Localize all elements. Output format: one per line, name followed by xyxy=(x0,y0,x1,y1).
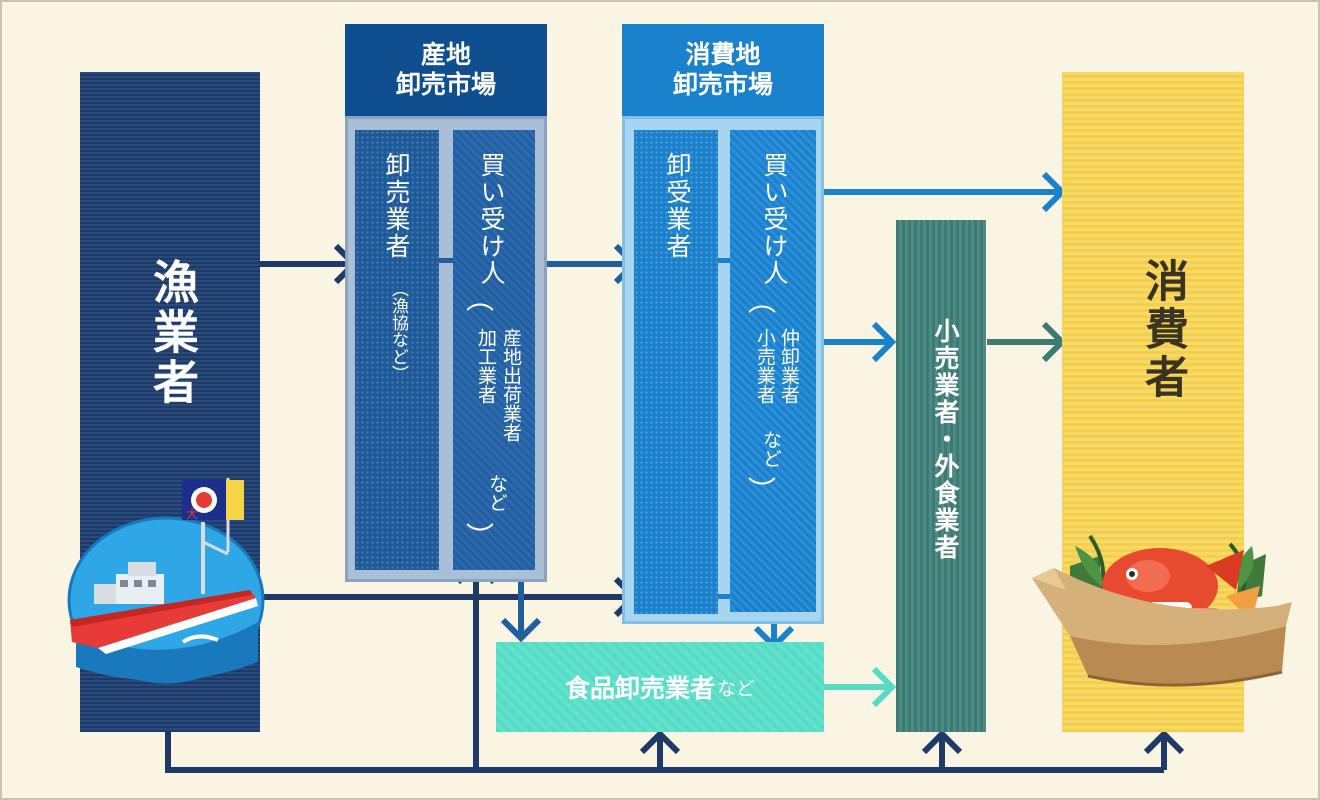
origin-buyer-note-line2: 加工業者 xyxy=(475,328,497,404)
consumers-label: 消費者 xyxy=(1137,258,1188,402)
consumer-buyer-note-line3: など xyxy=(760,430,782,468)
origin-wholesaler-label: 卸売業者 xyxy=(382,152,411,260)
origin-market-header: 産地 卸売市場 xyxy=(345,24,547,116)
origin-wholesaler-box: 卸売業者 （漁協など） xyxy=(355,130,439,570)
origin-market-title-line2: 卸売市場 xyxy=(395,70,496,99)
consumer-market-title-line1: 消費地 xyxy=(685,40,761,69)
origin-market-title-line1: 産地 xyxy=(420,40,471,69)
consumer-buyer-paren-close: ） xyxy=(744,476,777,504)
fishermen-label: 漁業者 xyxy=(146,258,200,408)
origin-wholesaler-note: （漁協など） xyxy=(388,280,408,382)
sashimi-boat-illustration xyxy=(1032,534,1292,687)
origin-buyer-label: 買い受け人 xyxy=(477,152,506,287)
origin-buyer-note-line1: 産地出荷業者 xyxy=(500,328,522,442)
origin-buyer-paren-close: ） xyxy=(462,522,495,550)
food-wholesaler-label: 食品卸売業者 xyxy=(564,674,715,703)
origin-buyer-paren-open: （ xyxy=(462,284,495,312)
consumer-wholesaler-box: 卸受業者 xyxy=(634,130,718,614)
food-wholesaler-suffix: など xyxy=(717,677,756,700)
consumer-buyer-note-line1: 仲卸業者 xyxy=(778,328,800,404)
consumer-buyer-paren-open: （ xyxy=(744,286,777,314)
consumer-market-link-top xyxy=(718,258,730,263)
food-wholesaler-box: 食品卸売業者 など xyxy=(496,642,824,732)
consumer-buyer-label: 買い受け人 xyxy=(760,152,789,287)
consumer-market-link-bottom xyxy=(718,594,730,599)
origin-buyer-note-line3: など xyxy=(486,474,508,512)
direct-sales-bus xyxy=(165,732,1164,773)
svg-text:大: 大 xyxy=(186,507,198,521)
consumer-wholesaler-label: 卸受業者 xyxy=(663,152,692,260)
consumer-market-header: 消費地 卸売市場 xyxy=(622,24,824,116)
consumer-buyer-note-line2: 小売業者 xyxy=(754,328,776,404)
consumer-market-title-line2: 卸売市場 xyxy=(672,70,773,99)
retailers-label: 小売業者・外食業者 xyxy=(931,318,960,561)
origin-buyer-box: 買い受け人 （ 産地出荷業者 加工業者 など ） xyxy=(453,130,535,570)
fishing-boat-illustration: 大 xyxy=(67,478,265,684)
origin-market-link xyxy=(439,258,453,263)
retailers-box: 小売業者・外食業者 xyxy=(896,220,986,732)
consumer-buyer-box: 買い受け人 （ 仲卸業者 小売業者 など ） xyxy=(730,130,816,612)
